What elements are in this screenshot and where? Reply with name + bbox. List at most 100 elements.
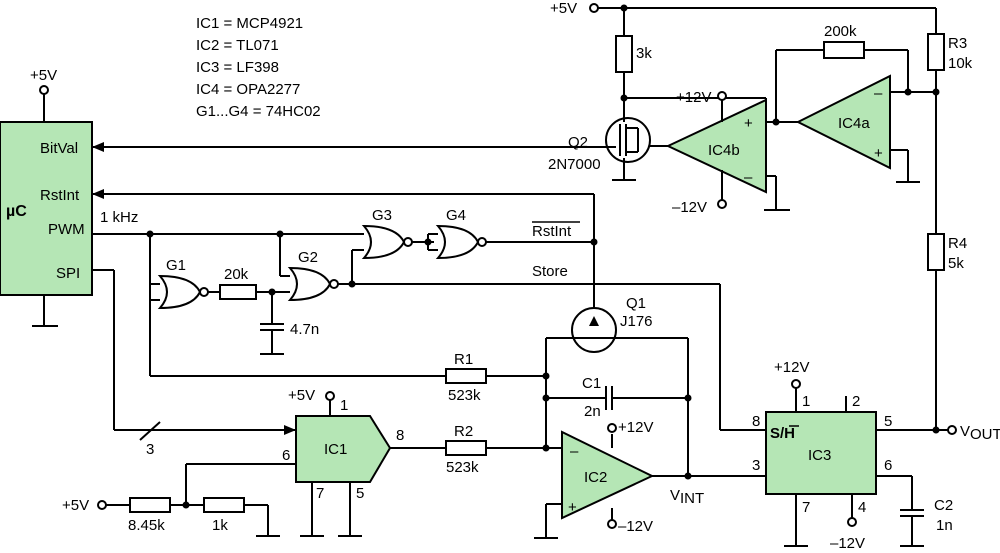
q2-part: 2N7000 (548, 156, 601, 173)
resistor-20k-label: 20k (224, 266, 249, 283)
vout-label: VOUT (960, 423, 1000, 443)
gate-g1-label: G1 (166, 257, 186, 274)
ic1-pin1: 1 (340, 397, 348, 414)
part-legend: IC1 = MCP4921 IC2 = TL071 IC3 = LF398 IC… (196, 15, 321, 120)
c2-value: 1n (936, 517, 953, 534)
uc-pin-pwm: PWM (48, 221, 85, 238)
ic3-pin7: 7 (802, 499, 810, 516)
uc-name: µC (6, 203, 27, 220)
uc-pin-bitval: BitVal (40, 140, 78, 157)
q2-mosfet (605, 117, 651, 163)
resistor-200k (823, 41, 865, 59)
ic3-pin4: 4 (858, 499, 866, 516)
r2-value: 523k (446, 459, 479, 476)
gate-section: 1 kHz G1 20k 4.7n G2 (92, 189, 720, 377)
ic3-pin2: 2 (852, 393, 860, 410)
ic3-sample-hold (765, 411, 877, 495)
ic3-pin6: 6 (884, 457, 892, 474)
resistor-r3 (927, 33, 945, 71)
ic4b-opamp (665, 98, 767, 194)
resistor-1k (203, 497, 245, 513)
r1-name: R1 (454, 351, 473, 368)
c2-name: C2 (934, 497, 953, 514)
sample-hold-section: IC3 S/H 8 3 1 2 5 6 7 4 +12V VOUT C2 1n … (719, 284, 1000, 552)
ic1-label: IC1 (324, 441, 347, 458)
resistor-8k45-label: 8.45k (128, 517, 165, 534)
ic1-pin8: 8 (396, 427, 404, 444)
c1-value: 2n (584, 403, 601, 420)
ic4a-label: IC4a (838, 115, 870, 132)
uc-pin-rstint: RstInt (40, 187, 80, 204)
r4-name: R4 (948, 235, 967, 252)
q1-part: J176 (620, 313, 653, 330)
rstint-bar-label: RstInt (532, 223, 572, 240)
r3-name: R3 (948, 35, 967, 52)
divider-supply-label: +5V (62, 497, 89, 514)
capacitor-4n7-label: 4.7n (290, 321, 319, 338)
c1-name: C1 (582, 375, 601, 392)
gate-g4 (435, 224, 480, 260)
ic4b-label: IC4b (708, 142, 740, 159)
dac-section: 3 IC1 +5V 1 8 6 7 5 +5V 8.45k 1k (62, 269, 404, 537)
uc-pin-spi: SPI (56, 265, 80, 282)
uc-supply-label: +5V (30, 67, 57, 84)
resistor-8k45 (129, 497, 171, 513)
r1-value: 523k (448, 387, 481, 404)
ic3-pin5: 5 (884, 413, 892, 430)
r3-value: 10k (948, 55, 973, 72)
ic4b-plus: + (744, 115, 753, 132)
ic2-plus: + (568, 499, 577, 516)
ic1-pin7: 7 (316, 485, 324, 502)
ic2-minus: – (570, 443, 579, 460)
resistor-3k (615, 35, 633, 73)
ic1-dac (295, 415, 392, 483)
ic2-label: IC2 (584, 469, 607, 486)
legend-ic1: IC1 = MCP4921 (196, 15, 303, 32)
legend-gates: G1...G4 = 74HC02 (196, 103, 321, 120)
resistor-r4 (927, 233, 945, 271)
legend-ic2: IC2 = TL071 (196, 37, 279, 54)
ic2-vminus-label: –12V (618, 518, 653, 535)
spi-bus-width: 3 (146, 441, 154, 458)
gate-g2-label: G2 (298, 249, 318, 266)
gate-g3-label: G3 (372, 207, 392, 224)
ic2-opamp (561, 430, 655, 520)
ic3-vminus-label: –12V (830, 535, 865, 552)
ic3-pin8: 8 (752, 413, 760, 430)
resistor-20k (219, 284, 257, 300)
ic4a-opamp (795, 74, 891, 170)
reference-section: +5V 3k Q2 2N7000 IC4b + – +12V (92, 0, 973, 430)
ic4a-minus: – (874, 85, 883, 102)
resistor-3k-label: 3k (636, 45, 652, 62)
ic3-pin3: 3 (752, 457, 760, 474)
gate-g1 (157, 274, 202, 310)
r4-value: 5k (948, 255, 964, 272)
legend-ic4: IC4 = OPA2277 (196, 81, 300, 98)
uc-block (0, 121, 93, 296)
gate-g4-label: G4 (446, 207, 466, 224)
ic1-pin6: 6 (282, 447, 290, 464)
resistor-1k-label: 1k (212, 517, 228, 534)
q1-name: Q1 (626, 295, 646, 312)
resistor-r1 (445, 368, 487, 384)
pwm-freq-label: 1 kHz (100, 209, 138, 226)
ic4b-vplus-label: +12V (676, 89, 711, 106)
resistor-r2 (445, 440, 487, 456)
top-supply-terminal (589, 3, 599, 13)
q1-jfet (571, 307, 617, 353)
ic4b-vminus-label: –12V (672, 199, 707, 216)
r2-name: R2 (454, 423, 473, 440)
legend-ic3: IC3 = LF398 (196, 59, 279, 76)
integrator-section: Q1 J176 R1 523k C1 2n IC2 – + +12V –12V (390, 295, 766, 539)
gate-g2 (287, 266, 332, 302)
microcontroller: +5V µC BitVal RstInt PWM SPI (0, 67, 93, 327)
ic3-sh-pin: S/H (770, 425, 795, 442)
resistor-200k-label: 200k (824, 23, 857, 40)
ic1-pin5: 5 (356, 485, 364, 502)
ic4a-plus: + (874, 145, 883, 162)
ic3-label: IC3 (808, 447, 831, 464)
gate-g3 (361, 224, 406, 260)
ic1-supply-label: +5V (288, 387, 315, 404)
ic3-pin1: 1 (802, 393, 810, 410)
